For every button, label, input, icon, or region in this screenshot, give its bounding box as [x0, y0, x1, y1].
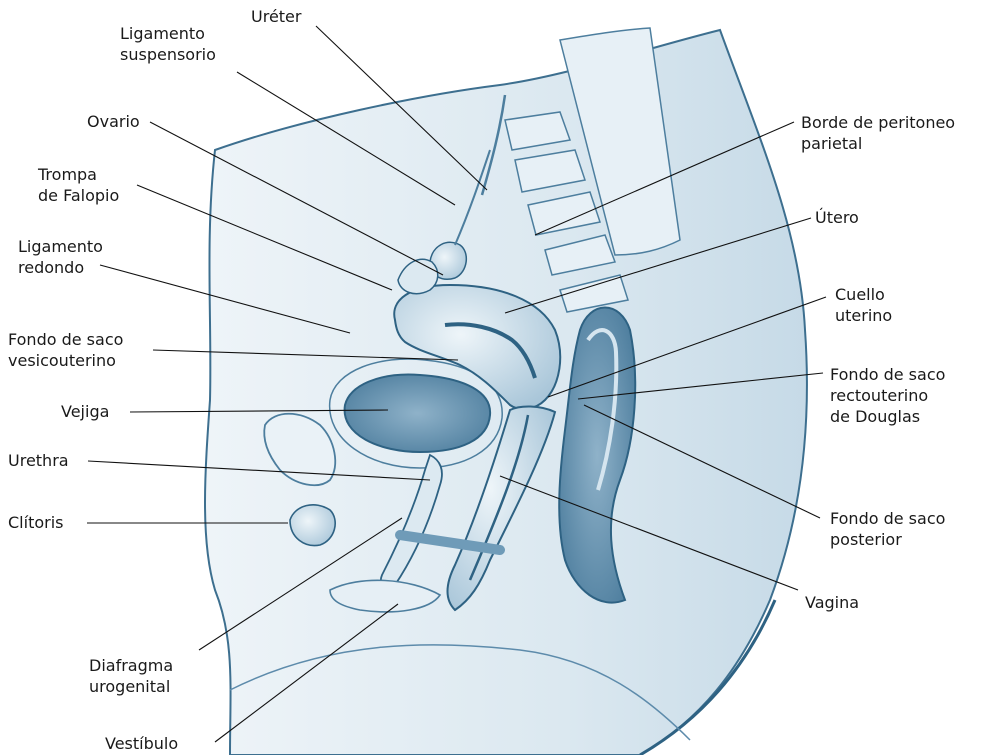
label-fondo-rectouterino-l1: Fondo de saco	[830, 364, 945, 385]
label-cuello: Cuello uterino	[835, 284, 892, 326]
label-fondo-vesicouterino-l1: Fondo de saco	[8, 329, 123, 350]
label-utero: Útero	[815, 207, 859, 228]
label-urethra: Urethra	[8, 450, 69, 471]
label-ureter: Uréter	[251, 6, 301, 27]
label-ligamento-suspensorio-l2: suspensorio	[120, 44, 216, 65]
label-borde-peritoneo-l2: parietal	[801, 133, 955, 154]
label-trompa-l2: de Falopio	[38, 185, 119, 206]
label-ligamento-redondo-l1: Ligamento	[18, 236, 103, 257]
label-ligamento-suspensorio-l1: Ligamento	[120, 23, 216, 44]
label-fondo-posterior-l2: posterior	[830, 529, 945, 550]
label-ligamento-redondo-l2: redondo	[18, 257, 103, 278]
label-diafragma-l2: urogenital	[89, 676, 173, 697]
label-fondo-vesicouterino-l2: vesicouterino	[8, 350, 123, 371]
label-borde-peritoneo-l1: Borde de peritoneo	[801, 112, 955, 133]
label-fondo-vesicouterino: Fondo de saco vesicouterino	[8, 329, 123, 371]
label-diafragma-l1: Diafragma	[89, 655, 173, 676]
label-fondo-rectouterino-l3: de Douglas	[830, 406, 945, 427]
label-cuello-l1: Cuello	[835, 284, 892, 305]
label-ligamento-redondo: Ligamento redondo	[18, 236, 103, 278]
label-borde-peritoneo: Borde de peritoneo parietal	[801, 112, 955, 154]
label-vestibulo: Vestíbulo	[105, 733, 178, 754]
label-ovario: Ovario	[87, 111, 140, 132]
label-trompa-l1: Trompa	[38, 164, 119, 185]
label-fondo-posterior: Fondo de saco posterior	[830, 508, 945, 550]
label-fondo-posterior-l1: Fondo de saco	[830, 508, 945, 529]
label-fondo-rectouterino: Fondo de saco rectouterino de Douglas	[830, 364, 945, 427]
label-cuello-l2: uterino	[835, 305, 892, 326]
label-diafragma: Diafragma urogenital	[89, 655, 173, 697]
label-vejiga: Vejiga	[61, 401, 109, 422]
label-vagina: Vagina	[805, 592, 859, 613]
label-ligamento-suspensorio: Ligamento suspensorio	[120, 23, 216, 65]
label-clitoris: Clítoris	[8, 512, 63, 533]
label-fondo-rectouterino-l2: rectouterino	[830, 385, 945, 406]
label-trompa: Trompa de Falopio	[38, 164, 119, 206]
bladder	[345, 375, 491, 452]
